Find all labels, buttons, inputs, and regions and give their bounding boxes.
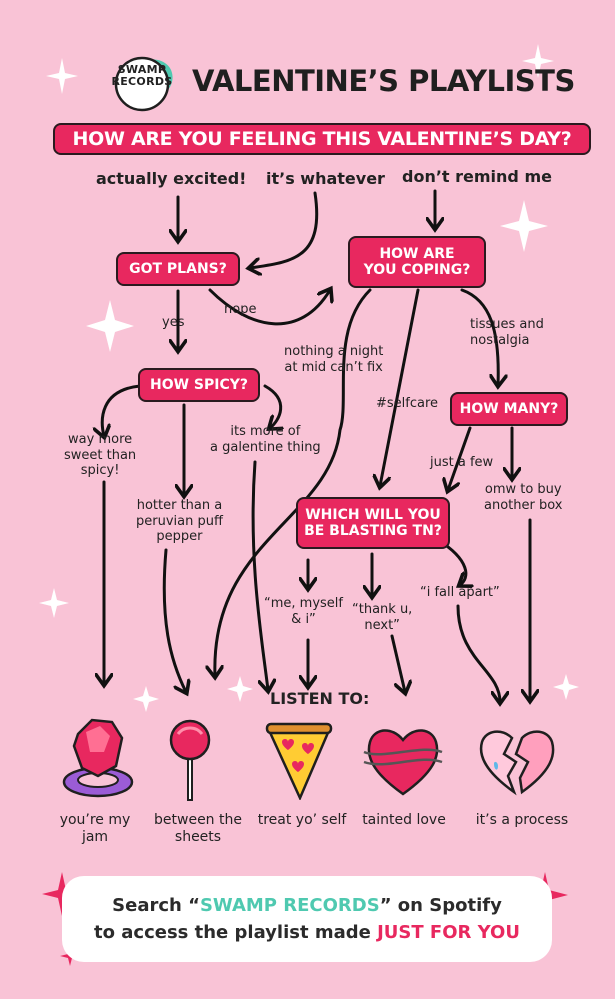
edge-myself-line2: & i” [291, 611, 316, 627]
pizza-icon [265, 722, 333, 800]
arrow-hotter-down [162, 548, 186, 692]
broken-heart-icon [479, 730, 555, 796]
arrow-plans-nope [208, 290, 330, 326]
arrow-coping-selfcare [380, 288, 420, 486]
footer-just-for-you: JUST FOR YOU [377, 922, 520, 943]
logo-line2: RECORDS [111, 75, 173, 88]
edge-tissues: tissues and nostalgia [470, 317, 544, 348]
edge-sweet: way more sweet than spicy! [64, 432, 136, 479]
edge-sweet-line3: spicy! [80, 463, 120, 479]
playlist-between-the-sheets: between the sheets [148, 812, 248, 846]
sparkle-icon [39, 588, 69, 618]
edge-sweet-line2: sweet than [64, 447, 137, 463]
edge-tissues-line2: nostalgia [470, 332, 530, 348]
arrow-spicy-galentine [263, 384, 281, 428]
sparkle-icon [227, 676, 253, 702]
edge-thanku-line2: next” [364, 617, 400, 633]
sparkle-icon [553, 674, 579, 700]
edge-yes: yes [162, 315, 185, 330]
edge-nothing-line2: at mid can’t fix [284, 359, 383, 375]
footer-brand: SWAMP RECORDS [199, 895, 380, 916]
footer-search-pre: Search “ [112, 895, 200, 916]
edge-sweet-line1: way more [68, 432, 133, 447]
playlist-its-a-process: it’s a process [475, 812, 569, 828]
page-title: VALENTINE’S PLAYLISTS [192, 64, 575, 98]
arrow-fall-down [456, 604, 500, 702]
edge-thanku-line1: “thank u, [352, 602, 413, 617]
sparkle-icon [133, 686, 159, 712]
arrow-thanku-down [390, 634, 405, 692]
edge-galentine-line2: a galentine thing [210, 439, 321, 455]
arrow-whatever-to-plans [250, 191, 319, 268]
edge-nothing-line1: nothing a night [284, 344, 384, 359]
edge-omw-line2: another box [484, 497, 563, 513]
ring-pop-icon [62, 718, 134, 798]
edge-nothing: nothing a night at mid can’t fix [284, 344, 383, 375]
edge-hotter-line3: pepper [156, 529, 203, 545]
question-banner: HOW ARE YOU FEELING THIS VALENTINE’S DAY… [53, 123, 591, 155]
logo-line1: SWAMP [117, 63, 167, 76]
edge-omw: omw to buy another box [484, 482, 562, 513]
edge-hotter: hotter than a peruvian puff pepper [136, 498, 223, 545]
answer-excited: actually excited! [96, 169, 247, 188]
arrow-howmany-few [448, 426, 472, 490]
edge-nope: nope [224, 302, 257, 317]
answer-whatever: it’s whatever [266, 169, 385, 188]
sparkle-icon [46, 58, 78, 94]
listen-to-heading: LISTEN TO: [270, 689, 370, 708]
footer-access-pre: to access the playlist made [94, 922, 378, 943]
edge-just-few: just a few [430, 455, 494, 470]
node-got-plans: GOT PLANS? [116, 252, 240, 286]
edge-omw-line1: omw to buy [484, 482, 562, 497]
edge-thanku: “thank u, next” [352, 602, 412, 633]
footer-line2: to access the playlist made JUST FOR YOU [94, 919, 520, 946]
node-how-coping-line2: YOU COPING? [363, 262, 471, 278]
footer-callout: Search “SWAMP RECORDS” on Spotify to acc… [62, 876, 552, 962]
edge-tissues-line1: tissues and [470, 317, 544, 332]
footer-search-post: ” on Spotify [379, 895, 502, 916]
edge-galentine-line1: its more of [230, 424, 301, 439]
node-how-spicy: HOW SPICY? [138, 368, 260, 402]
edge-galentine: its more of a galentine thing [210, 424, 321, 455]
playlist-jam-line1: you’re my [59, 812, 131, 828]
node-blasting-line2: BE BLASTING TN? [304, 523, 442, 539]
playlist-treat-yo-self: treat yo’ self [257, 812, 347, 828]
arrow-coping-tissues [460, 288, 498, 385]
arrow-galentine-down [251, 460, 268, 690]
playlist-tainted-love: tainted love [362, 812, 446, 828]
arrow-spicy-sweet [102, 384, 142, 436]
arrow-coping-nothing [215, 288, 372, 676]
playlist-sheets-line1: between the [154, 812, 242, 828]
lollipop-icon [169, 719, 211, 801]
node-how-coping-line1: HOW ARE [379, 245, 455, 262]
playlist-jam-line2: jam [81, 828, 109, 845]
edge-myself: “me, myself & i” [264, 596, 343, 627]
node-how-coping: HOW ARE YOU COPING? [348, 236, 486, 288]
footer-line1: Search “SWAMP RECORDS” on Spotify [112, 892, 502, 919]
sparkles [39, 44, 579, 712]
sparkle-icon [522, 44, 554, 78]
node-how-many: HOW MANY? [450, 392, 568, 426]
edge-myself-line1: “me, myself [264, 596, 343, 611]
edge-fall-apart: “i fall apart” [420, 585, 500, 600]
playlist-youre-my-jam: you’re my jam [58, 812, 132, 846]
playlist-sheets-line2: sheets [174, 828, 222, 845]
sparkle-icon [86, 300, 134, 352]
answer-dont-remind: don’t remind me [402, 167, 552, 186]
node-blasting: WHICH WILL YOU BE BLASTING TN? [296, 497, 450, 549]
node-blasting-line1: WHICH WILL YOU [305, 506, 441, 523]
barbed-heart-icon [363, 729, 443, 796]
edge-hotter-line1: hotter than a [136, 498, 223, 513]
swamp-records-logo [114, 56, 173, 112]
edge-hotter-line2: peruvian puff [136, 513, 223, 529]
edge-selfcare: #selfcare [376, 396, 439, 411]
sparkle-icon [500, 200, 548, 252]
logo-text: SWAMP RECORDS [108, 64, 176, 88]
